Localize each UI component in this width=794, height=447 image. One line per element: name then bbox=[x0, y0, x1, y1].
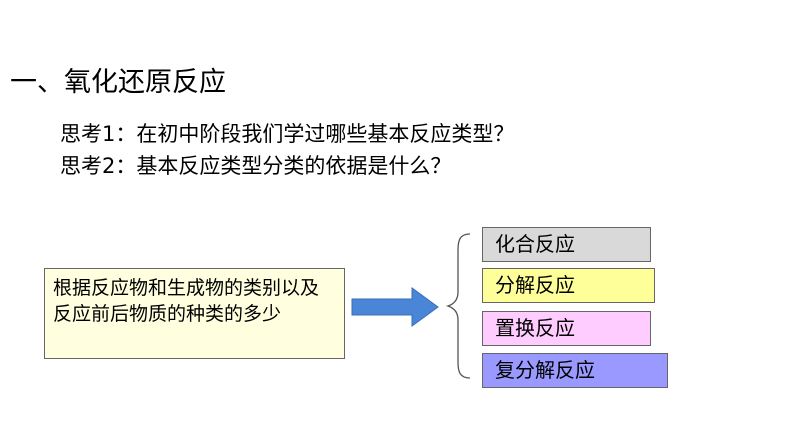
type-label: 分解反应 bbox=[495, 273, 575, 297]
question-2: 思考2：基本反应类型分类的依据是什么？ bbox=[60, 154, 452, 178]
type-label: 化合反应 bbox=[495, 232, 575, 256]
type-box-double-displacement: 复分解反应 bbox=[482, 353, 668, 388]
question-1: 思考1：在初中阶段我们学过哪些基本反应类型？ bbox=[60, 122, 515, 146]
brace-icon bbox=[445, 233, 471, 379]
type-box-displacement: 置换反应 bbox=[482, 311, 651, 346]
type-label: 复分解反应 bbox=[495, 358, 595, 382]
type-label: 置换反应 bbox=[495, 316, 575, 340]
right-arrow-icon bbox=[351, 287, 439, 327]
type-box-decomposition: 分解反应 bbox=[482, 268, 655, 303]
section-title: 一、氧化还原反应 bbox=[10, 67, 226, 98]
classification-basis-box: 根据反应物和生成物的类别以及反应前后物质的种类的多少 bbox=[44, 268, 345, 359]
type-box-combination: 化合反应 bbox=[482, 227, 651, 262]
